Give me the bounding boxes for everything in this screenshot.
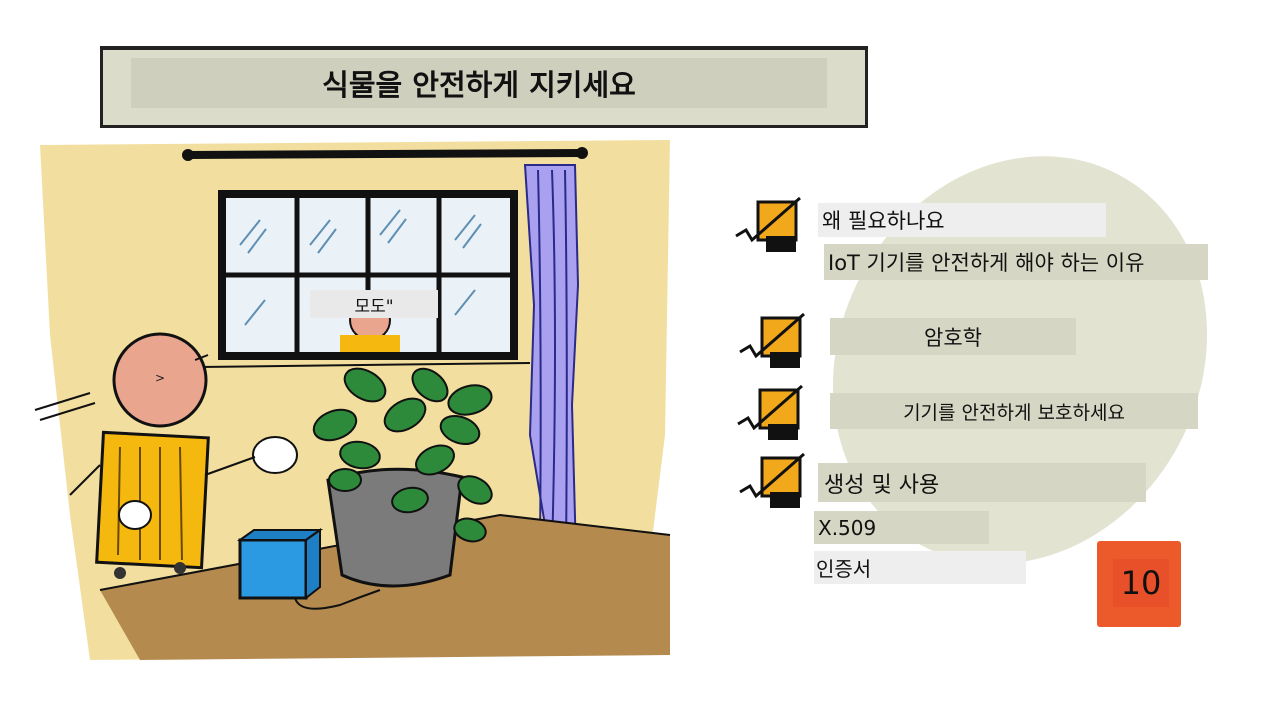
person-hand-right — [252, 436, 298, 474]
face-label: > — [150, 368, 170, 388]
checkbox-check-icon — [735, 196, 801, 252]
checklist-item-4-secondary: X.509 — [814, 511, 989, 544]
background-ellipse — [762, 90, 1278, 630]
checkbox-check-icon — [737, 384, 803, 440]
window-label: 모도" — [310, 290, 438, 318]
iot-device — [238, 538, 308, 600]
person-body — [95, 430, 210, 570]
checklist-item-1-primary: 왜 필요하나요 — [818, 203, 1106, 237]
checkbox-check-icon — [739, 312, 805, 368]
slide-number-badge: 10 — [1097, 541, 1181, 627]
checklist-item-4-primary: 생성 및 사용 — [818, 463, 1146, 502]
checklist-item-1-secondary: IoT 기기를 안전하게 해야 하는 이유 — [824, 244, 1208, 280]
curtain-rod — [184, 149, 586, 159]
scene-illustration — [34, 140, 671, 660]
title-banner: 식물을 안전하게 지키세요 — [100, 46, 868, 128]
checklist-item-4-tertiary: 인증서 — [814, 551, 1026, 584]
checklist-item-2-primary: 암호학 — [830, 318, 1076, 355]
person-hand-left — [118, 500, 152, 530]
page-title: 식물을 안전하게 지키세요 — [131, 58, 827, 108]
table — [100, 515, 670, 660]
checkbox-check-icon — [739, 452, 805, 508]
slide-number: 10 — [1113, 559, 1169, 607]
checklist-item-3-primary: 기기를 안전하게 보호하세요 — [830, 393, 1198, 429]
plant-leaves — [312, 367, 493, 543]
